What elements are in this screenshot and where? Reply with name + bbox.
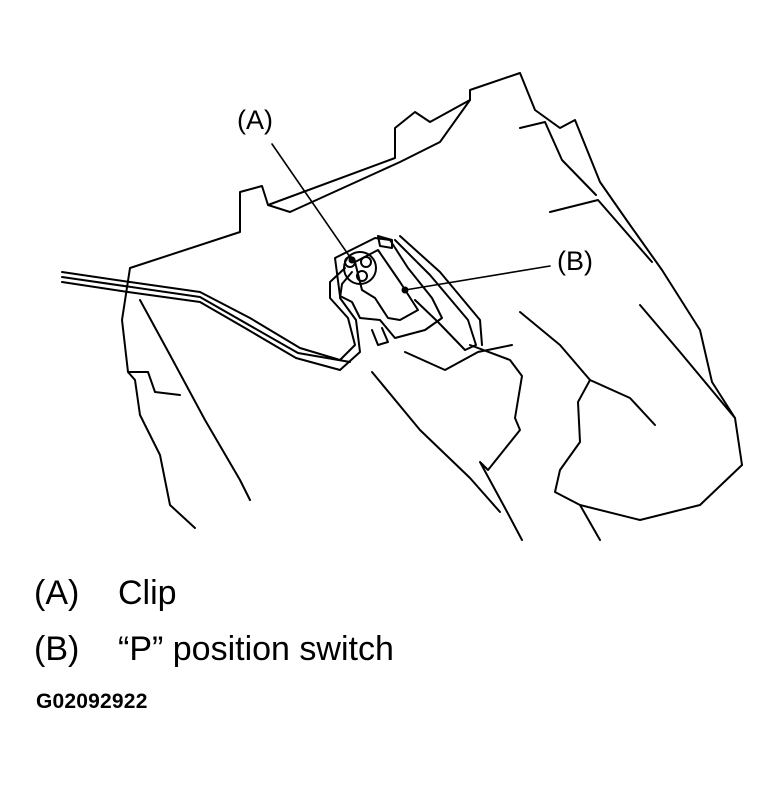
transmission-switch-diagram: (A) (B) <box>61 72 743 541</box>
leader-dot-a <box>348 256 356 264</box>
housing-inner-step <box>589 379 656 426</box>
channel-line-2 <box>404 344 513 371</box>
switch-connector <box>377 235 393 249</box>
housing-right-edge <box>639 304 736 419</box>
channel-line-1 <box>371 371 501 513</box>
clip-hole-3 <box>356 270 368 282</box>
housing-right-lower <box>519 311 601 541</box>
switch-lever <box>394 239 477 351</box>
housing-right-bottom <box>579 464 743 521</box>
callout-b-label: (B) <box>557 246 593 276</box>
wire-harness-core <box>61 276 351 363</box>
leader-line-a <box>271 143 353 261</box>
wire-harness-outer <box>61 267 356 361</box>
figure-code: G02092922 <box>36 690 148 713</box>
housing-outline-upper <box>129 72 743 466</box>
legend-key: (A) <box>34 574 80 612</box>
legend-key: (B) <box>34 630 80 668</box>
housing-step-detail <box>267 99 471 213</box>
switch-terminal <box>371 327 389 346</box>
legend-item-clip: (A) Clip <box>34 572 394 628</box>
housing-left-side <box>121 267 196 529</box>
legend: (A) Clip (B) “P” position switch <box>34 572 394 684</box>
channel-line-3 <box>469 344 523 541</box>
leader-line-b <box>404 265 551 291</box>
housing-left-notch <box>127 371 181 396</box>
callout-a-label: (A) <box>237 105 273 135</box>
switch-face <box>354 249 419 321</box>
legend-label: Clip <box>118 574 177 612</box>
switch-body <box>334 237 443 339</box>
legend-label: “P” position switch <box>118 630 394 668</box>
housing-left-inner <box>139 299 251 501</box>
leader-dot-b <box>401 286 409 294</box>
legend-item-p-position-switch: (B) “P” position switch <box>34 628 394 684</box>
wire-harness-inner <box>61 271 361 371</box>
housing-step-detail-2 <box>519 121 597 196</box>
switch-lever-edge <box>399 235 483 346</box>
housing-inner-ridge <box>549 199 653 263</box>
clip-ring <box>343 251 377 285</box>
clip-hole-2 <box>360 256 372 268</box>
